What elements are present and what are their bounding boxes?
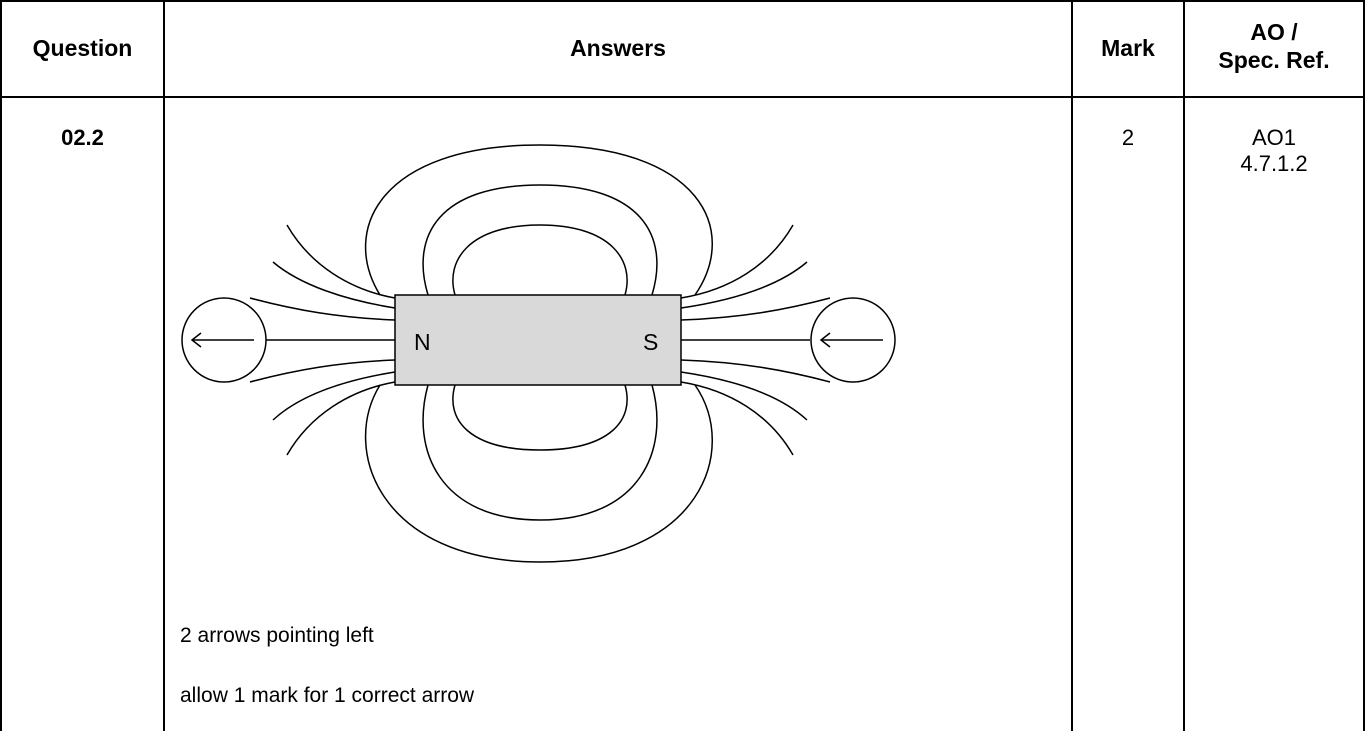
field-line — [364, 144, 713, 296]
field-line — [452, 224, 628, 296]
field-line — [249, 297, 396, 321]
table-border-right — [1363, 0, 1365, 731]
column-divider — [1071, 0, 1073, 731]
field-line — [286, 381, 396, 456]
field-line — [286, 224, 396, 299]
field-line — [272, 261, 396, 309]
field-line — [272, 371, 396, 421]
answer-line-2: allow 1 mark for 1 correct arrow — [180, 684, 475, 707]
field-line — [680, 297, 831, 321]
field-line — [452, 384, 628, 451]
answer-line-1: 2 arrows pointing left — [180, 624, 374, 647]
header-ao-line: AO / — [1250, 19, 1298, 45]
table-border-top — [0, 0, 1365, 2]
field-line — [680, 224, 794, 299]
table-border-left — [0, 0, 2, 731]
field-line — [680, 359, 831, 383]
assessment-objective: AO1 — [1251, 125, 1297, 150]
column-divider — [1183, 0, 1185, 731]
arrow-head-left-icon — [819, 332, 831, 348]
header-spec-ref-line: Spec. Ref. — [1218, 47, 1330, 73]
field-line — [249, 359, 396, 383]
field-line — [422, 384, 658, 521]
spec-reference: 4.7.1.2 — [1240, 151, 1308, 176]
header-question: Question — [32, 35, 133, 61]
header-mark: Mark — [1101, 35, 1155, 61]
compass-right — [810, 297, 896, 383]
arrow-head-left-icon — [190, 332, 202, 348]
question-number: 02.2 — [61, 125, 104, 150]
header-ao-spec-ref: AO / Spec. Ref. — [1185, 18, 1363, 74]
field-line — [680, 371, 808, 421]
ao-spec-ref-cell: AO1 4.7.1.2 — [1185, 125, 1363, 177]
south-pole-label: S — [643, 329, 658, 355]
field-line — [364, 384, 713, 563]
column-divider — [163, 0, 165, 731]
bar-magnet — [394, 294, 682, 386]
header-answers: Answers — [570, 35, 666, 61]
north-pole-label: N — [414, 329, 431, 355]
field-line — [680, 261, 808, 309]
field-line — [680, 381, 794, 456]
field-line — [422, 184, 658, 296]
header-divider — [0, 96, 1365, 98]
mark-value: 2 — [1121, 125, 1135, 150]
compass-left — [181, 297, 267, 383]
